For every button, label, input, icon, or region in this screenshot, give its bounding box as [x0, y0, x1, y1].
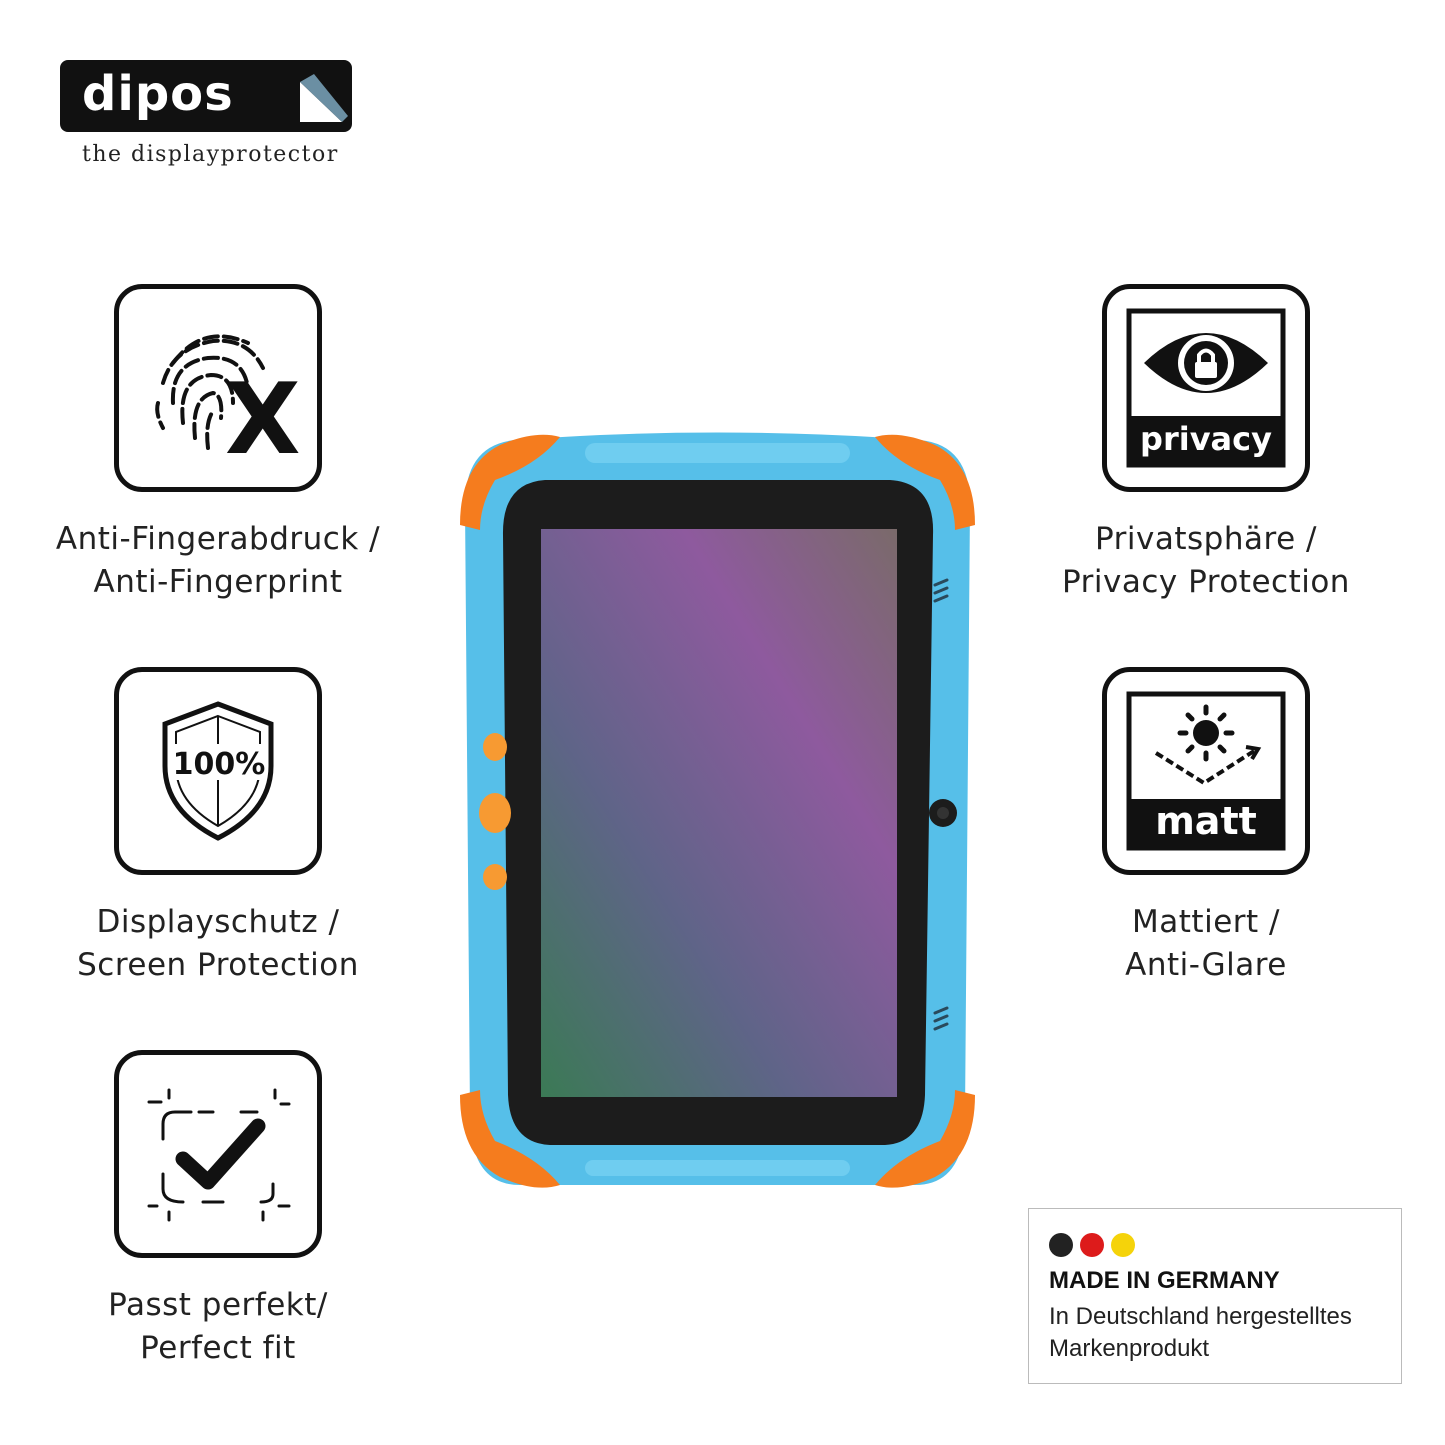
feature-perfect-fit: Passt perfekt/ Perfect fit	[28, 1050, 408, 1370]
feature-label: Displayschutz / Screen Protection	[28, 901, 408, 987]
feature-label-de: Passt perfekt/	[108, 1287, 328, 1323]
svg-text:X: X	[225, 363, 301, 473]
flag-dot-red	[1080, 1233, 1105, 1257]
feature-label: Mattiert / Anti-Glare	[1016, 901, 1396, 987]
feature-screen-protection: 100% Displayschutz / Screen Protection	[28, 667, 408, 987]
checkmark-frame-icon	[147, 1088, 291, 1222]
flag-dot-black	[1049, 1233, 1073, 1257]
feature-label: Anti-Fingerabdruck / Anti-Fingerprint	[28, 518, 408, 604]
germany-title: MADE IN GERMANY	[1049, 1267, 1280, 1294]
feature-icon-card: matt	[1102, 667, 1310, 875]
feature-matt: matt Mattiert / Anti-Glare	[1016, 667, 1396, 987]
feature-label-en: Anti-Fingerprint	[93, 564, 343, 600]
feature-icon-card	[114, 1050, 322, 1258]
feature-label-en: Perfect fit	[140, 1330, 296, 1366]
feature-label-en: Anti-Glare	[1125, 947, 1287, 983]
logo-tagline: the displayprotector	[82, 142, 339, 167]
feature-label: Privatsphäre / Privacy Protection	[1016, 518, 1396, 604]
germany-flag-dots	[1049, 1233, 1137, 1257]
feature-label-de: Privatsphäre /	[1095, 521, 1317, 557]
feature-label-de: Displayschutz /	[96, 904, 340, 940]
feature-icon-card: X	[114, 284, 322, 492]
tablet-product-image	[460, 432, 975, 1188]
germany-subtitle: In Deutschland hergestelltes Markenprodu…	[1049, 1301, 1399, 1365]
feature-label-de: Anti-Fingerabdruck /	[55, 521, 381, 557]
feature-label-en: Privacy Protection	[1062, 564, 1350, 600]
germany-line-2: Markenprodukt	[1049, 1335, 1210, 1362]
privacy-badge-text: privacy	[1140, 420, 1272, 458]
feature-icon-card: privacy	[1102, 284, 1310, 492]
feature-privacy: privacy Privatsphäre / Privacy Protectio…	[1016, 284, 1396, 604]
feature-label-en: Screen Protection	[77, 947, 359, 983]
feature-label: Passt perfekt/ Perfect fit	[28, 1284, 408, 1370]
fingerprint-x-icon: X	[155, 334, 301, 473]
logo-wordmark: dipos	[82, 66, 234, 122]
germany-line-1: In Deutschland hergestelltes	[1049, 1303, 1352, 1330]
logo-box: dipos	[60, 60, 352, 132]
shield-100-icon: 100%	[162, 701, 274, 841]
feature-label-de: Mattiert /	[1132, 904, 1280, 940]
peel-corner-icon	[300, 74, 348, 122]
made-in-germany-badge: MADE IN GERMANY In Deutschland hergestel…	[1028, 1208, 1402, 1384]
feature-icon-card: 100%	[114, 667, 322, 875]
shield-badge-text: 100%	[173, 747, 266, 782]
flag-dot-gold	[1111, 1233, 1136, 1257]
feature-anti-fingerprint: X Anti-Fingerabdruck / Anti-Fingerprint	[28, 284, 408, 604]
matt-badge-text: matt	[1155, 799, 1257, 843]
sun-reflection-icon: matt	[1126, 691, 1286, 851]
eye-lock-icon: privacy	[1126, 308, 1286, 468]
brand-logo: dipos the displayprotector	[60, 60, 355, 170]
